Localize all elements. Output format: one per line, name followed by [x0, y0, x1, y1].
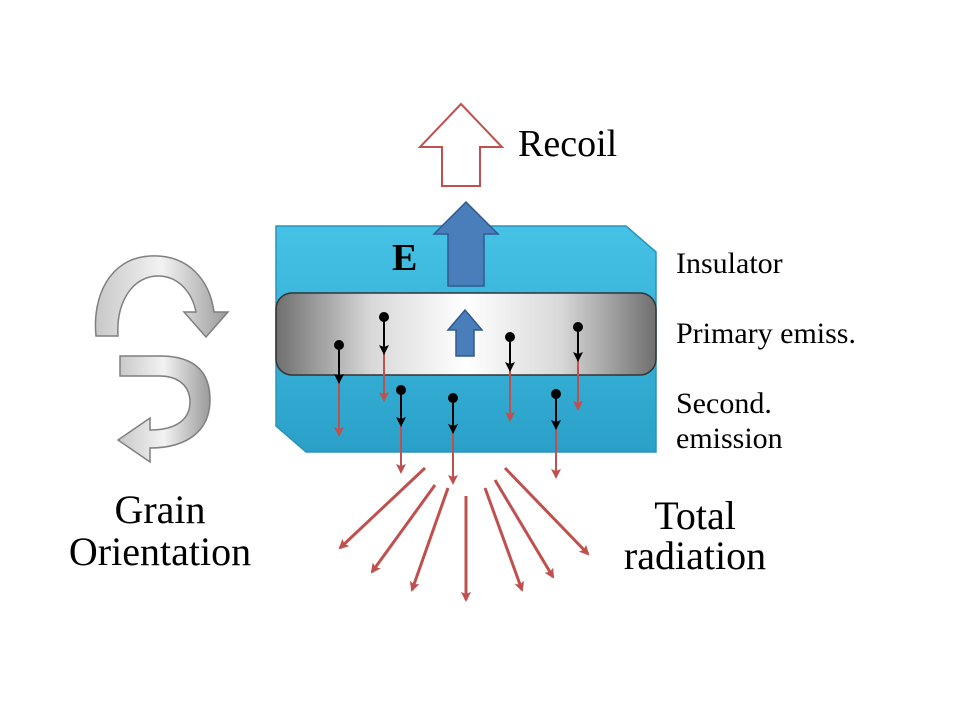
field-arrow-icon [432, 200, 500, 287]
recoil-arrow-icon [417, 102, 505, 187]
small-field-arrow-icon [446, 308, 484, 357]
primary-emission-label: Primary emiss. [676, 317, 856, 350]
primary-particle-arrows [334, 312, 583, 434]
total-radiation-arrows [338, 466, 590, 602]
total-radiation-label-line2: radiation [623, 533, 767, 578]
secondary-emission-label-line1: Second. [676, 387, 772, 420]
insulator-label: Insulator [676, 247, 783, 280]
recoil-label: Recoil [518, 123, 618, 165]
secondary-emission-label-line2: emission [676, 422, 783, 455]
field-label: E [392, 237, 418, 279]
rotation-arrows-icon [94, 255, 230, 464]
grain-orientation-label-line2: Orientation [68, 529, 252, 574]
total-radiation-label-line1: Total [654, 493, 736, 538]
grain-orientation-label-line1: Grain [114, 487, 206, 532]
